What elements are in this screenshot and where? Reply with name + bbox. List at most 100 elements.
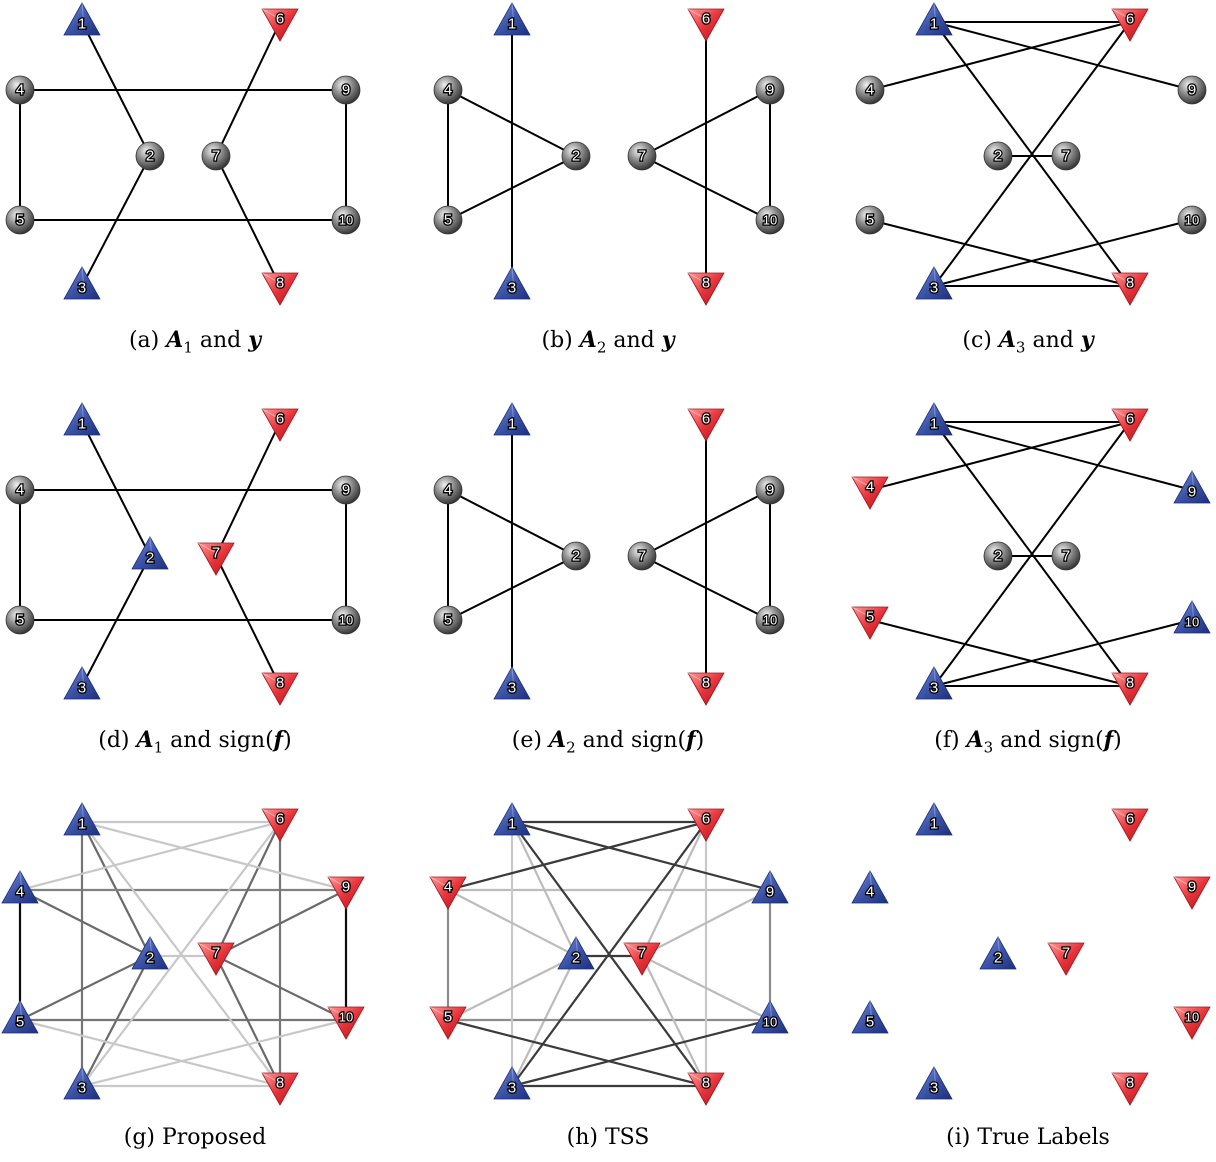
caption-prefix: (b) [541,328,580,353]
node-7-none: 7 [1051,141,1081,171]
node-3-label: 3 [508,680,516,697]
node-2-none: 2 [561,141,591,171]
node-5-label: 5 [444,1009,452,1026]
node-1-label: 1 [930,416,938,433]
caption-vec: y [661,327,675,353]
node-8-label: 8 [276,1075,284,1092]
caption-mid: and sign( [575,728,687,753]
node-1-pos: 1 [493,402,531,436]
node-10-label: 10 [1185,213,1199,228]
node-4-pos: 4 [851,870,889,904]
node-2-none: 2 [135,141,165,171]
node-8-label: 8 [702,675,710,692]
caption-sub: 2 [596,338,607,357]
node-8-label: 8 [1126,1075,1134,1092]
node-9-none: 9 [1177,75,1207,105]
caption-mid: and [192,328,249,353]
node-8-label: 8 [276,275,284,292]
node-5-label: 5 [16,212,24,229]
node-4-label: 4 [16,482,24,499]
caption-sub: 3 [983,738,994,757]
node-2-pos: 2 [979,936,1017,970]
node-5-neg: 5 [851,606,889,640]
node-3-pos: 3 [63,1066,101,1100]
node-2-label: 2 [994,148,1002,165]
node-1-pos: 1 [63,402,101,436]
node-7-label: 7 [638,945,646,962]
caption-prefix: (e) [511,728,549,753]
node-8-neg: 8 [261,272,299,306]
node-8-neg: 8 [687,272,725,306]
node-4-label: 4 [444,82,452,99]
caption-sub: 1 [183,338,193,357]
edge-5-8 [869,219,1131,287]
node-6-neg: 6 [687,808,725,842]
caption-vec: y [1080,327,1094,353]
node-7-label: 7 [1062,548,1070,565]
node-9-none: 9 [755,475,785,505]
node-1-label: 1 [930,816,938,833]
edge-5-8 [447,1018,707,1088]
caption-sub: 3 [1015,338,1026,357]
node-8-neg: 8 [687,1072,725,1106]
node-2-none: 2 [561,541,591,571]
node-7-neg: 7 [1047,942,1085,976]
node-3-label: 3 [930,1080,938,1097]
node-4-none: 4 [433,475,463,505]
node-4-none: 4 [5,75,35,105]
node-2-label: 2 [994,950,1002,967]
node-8-label: 8 [702,1075,710,1092]
node-9-label: 9 [766,884,774,901]
caption-matrix: A [998,327,1016,353]
edge-3-6 [81,821,281,1087]
node-6-label: 6 [1126,411,1134,428]
node-7-label: 7 [212,148,220,165]
caption-matrix: A [579,327,597,353]
edge-7-8 [215,155,281,287]
node-6-label: 6 [276,11,284,28]
node-10-label: 10 [339,1010,353,1025]
node-10-label: 10 [763,613,777,628]
node-4-label: 4 [16,884,24,901]
edge-1-9 [933,21,1193,91]
node-10-label: 10 [1185,615,1199,630]
node-6-label: 6 [702,411,710,428]
node-5-neg: 5 [429,1006,467,1040]
node-5-label: 5 [444,212,452,229]
node-6-label: 6 [702,11,710,28]
edge-4-2 [19,889,151,957]
node-4-none: 4 [433,75,463,105]
edge-3-10 [511,1018,771,1088]
node-6-neg: 6 [261,408,299,442]
node-4-label: 4 [866,82,874,99]
edge-3-6 [933,421,1131,687]
edge-7-10 [641,555,771,621]
node-10-label: 10 [339,213,353,228]
node-9-label: 9 [342,82,350,99]
node-4-label: 4 [444,482,452,499]
node-3-label: 3 [78,280,86,297]
node-7-none: 7 [201,141,231,171]
edge-4-6 [19,820,281,892]
edge-7-8 [215,555,281,687]
node-1-label: 1 [78,416,86,433]
edge-1-9 [511,820,771,892]
caption-prefix: (i) True Labels [946,1125,1110,1150]
node-6-neg: 6 [261,8,299,42]
edge-7-9 [641,489,771,557]
node-10-none: 10 [331,605,361,635]
node-10-neg: 10 [327,1006,365,1040]
caption-mid: and [606,328,662,353]
node-3-label: 3 [508,280,516,297]
node-6-neg: 6 [1111,408,1149,442]
node-6-label: 6 [276,811,284,828]
node-9-neg: 9 [327,876,365,910]
node-5-label: 5 [866,609,874,626]
node-10-none: 10 [1177,205,1207,235]
node-1-label: 1 [78,16,86,33]
node-9-neg: 9 [1173,876,1211,910]
node-2-label: 2 [994,548,1002,565]
node-10-pos: 10 [1173,600,1211,634]
node-9-label: 9 [1188,879,1196,896]
